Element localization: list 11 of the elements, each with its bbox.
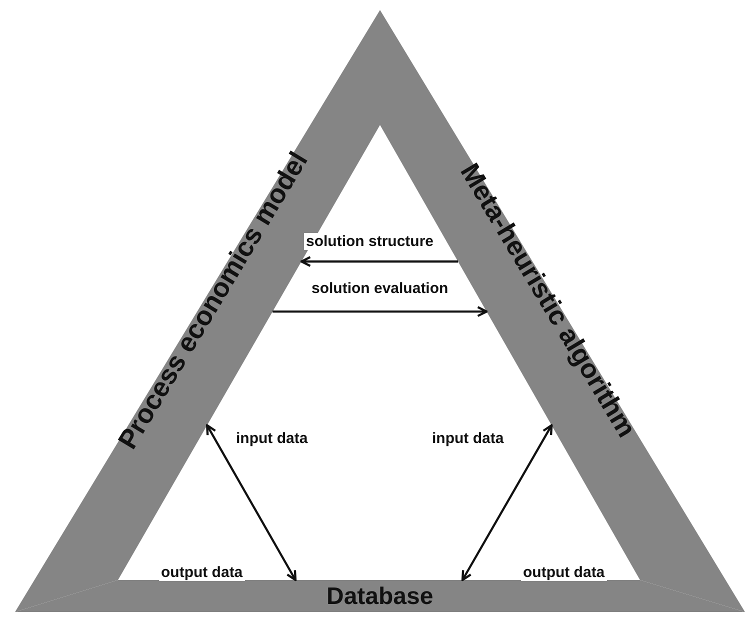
side-title: Database xyxy=(326,583,434,611)
arrow-end-label: input data xyxy=(234,430,310,446)
double-arrow xyxy=(461,424,553,582)
arrow-end-label: output data xyxy=(521,564,607,580)
arrow-end-label: input data xyxy=(430,430,506,446)
arrow xyxy=(300,256,458,267)
double-arrow xyxy=(206,424,297,582)
edge-label: solution evaluation xyxy=(310,280,450,296)
arrow-end-label: output data xyxy=(159,564,245,580)
edge-label: solution structure xyxy=(304,232,436,250)
arrow xyxy=(272,306,488,318)
